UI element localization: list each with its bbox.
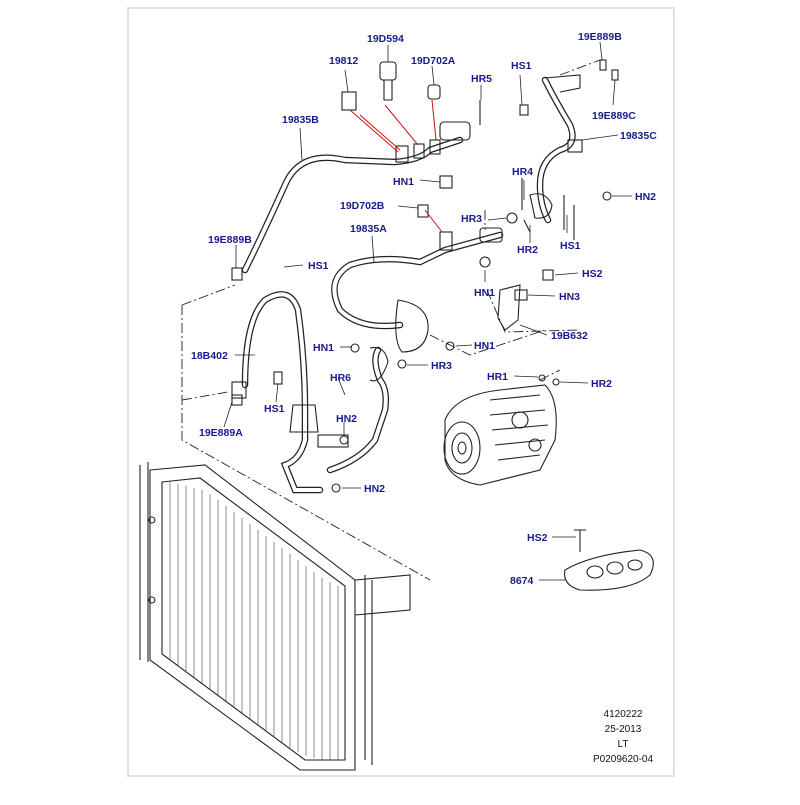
callout-hr2: HR2 [517, 244, 538, 256]
callout-hs2: HS2 [582, 268, 603, 280]
callout-hn1: HN1 [474, 340, 495, 352]
callout-hr1: HR1 [487, 371, 508, 383]
callout-19e889b: 19E889B [208, 234, 252, 246]
assembly-guide-lines [181, 59, 601, 581]
callout-19812: 19812 [329, 55, 358, 67]
condenser [139, 462, 411, 771]
callout-18b402: 18B402 [191, 350, 228, 362]
callout-19e889c: 19E889C [592, 110, 636, 122]
callout-hs1: HS1 [308, 260, 329, 272]
callout-hs1: HS1 [264, 403, 285, 415]
callout-hr5: HR5 [471, 73, 492, 85]
leader-lines [223, 41, 632, 581]
fittings [231, 59, 654, 591]
callout-19d594: 19D594 [367, 33, 404, 45]
hose-19835a [331, 227, 504, 353]
callout-hs1: HS1 [560, 240, 581, 252]
hose-19835c [529, 74, 583, 224]
callout-labels: 19D594 19812 19D702A HR5 HS1 19E889B 19E… [191, 31, 657, 587]
illustration-id: P0209620-04 [593, 754, 653, 765]
callout-19d702a: 19D702A [411, 55, 456, 67]
callout-hn3: HN3 [559, 291, 580, 303]
hose-19835b [241, 121, 471, 274]
reference-block: 4120222 25-2013 LT P0209620-04 [593, 709, 653, 765]
callout-hr6: HR6 [330, 372, 351, 384]
callout-8674: 8674 [510, 575, 534, 587]
reference-date: 25-2013 [605, 724, 642, 735]
callout-hn2: HN2 [635, 191, 656, 203]
callout-hr3: HR3 [461, 213, 482, 225]
reference-number: 4120222 [604, 709, 643, 720]
callout-hr3: HR3 [431, 360, 452, 372]
callout-hr2: HR2 [591, 378, 612, 390]
callout-19d702b: 19D702B [340, 200, 385, 212]
callout-19e889a: 19E889A [199, 427, 243, 439]
callout-hn1: HN1 [393, 176, 414, 188]
callout-19835b: 19835B [282, 114, 319, 126]
callout-19e889b: 19E889B [578, 31, 622, 43]
callout-19835a: 19835A [350, 223, 387, 235]
callout-hn2: HN2 [336, 413, 357, 425]
callout-hn1: HN1 [313, 342, 334, 354]
callout-19b632: 19B632 [551, 330, 588, 342]
callout-hn1: HN1 [474, 287, 495, 299]
callout-hs1: HS1 [511, 60, 532, 72]
hose-18b402 [241, 291, 390, 494]
reference-code: LT [618, 739, 629, 750]
callout-hr4: HR4 [512, 166, 533, 178]
callout-19835c: 19835C [620, 130, 657, 142]
callout-hn2: HN2 [364, 483, 385, 495]
diagram-frame [127, 7, 675, 777]
compressor [443, 384, 557, 486]
red-leader-lines [349, 99, 443, 233]
callout-hs2: HS2 [527, 532, 548, 544]
